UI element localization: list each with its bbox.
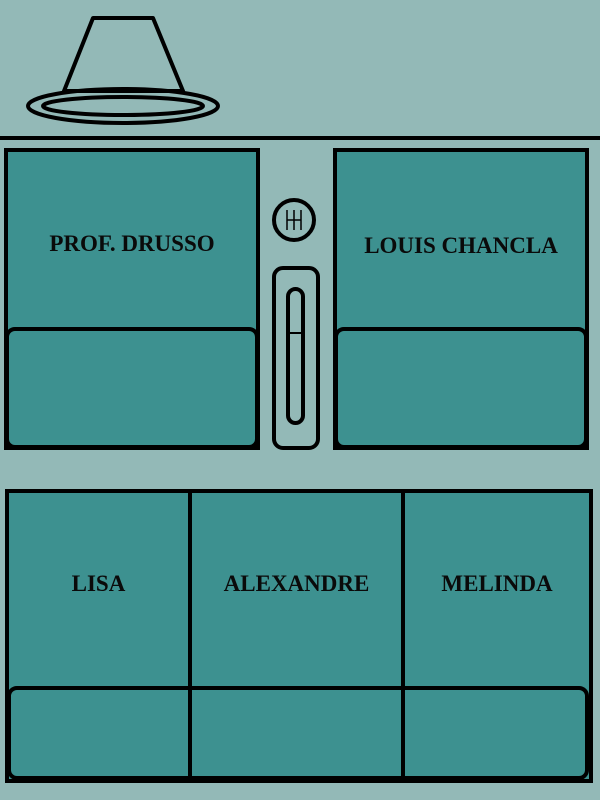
rear-bench	[5, 489, 593, 783]
driver-seat-cushion	[5, 327, 259, 449]
rear-seat-right-label: MELINDA	[441, 571, 553, 596]
passenger-seat-label: LOUIS CHANCLA	[364, 233, 558, 258]
gear-knob-icon	[272, 198, 316, 242]
rear-seat-middle-label: ALEXANDRE	[223, 571, 370, 596]
rear-seat-left-label: LISA	[71, 571, 126, 596]
handbrake-icon	[272, 266, 320, 450]
driver-seat[interactable]	[4, 148, 260, 450]
passenger-seat[interactable]	[333, 148, 589, 450]
driver-seat-label: PROF. DRUSSO	[49, 231, 215, 256]
hat-icon	[26, 16, 220, 125]
rear-bench-cushion	[7, 686, 589, 780]
passenger-seat-cushion	[334, 327, 588, 449]
